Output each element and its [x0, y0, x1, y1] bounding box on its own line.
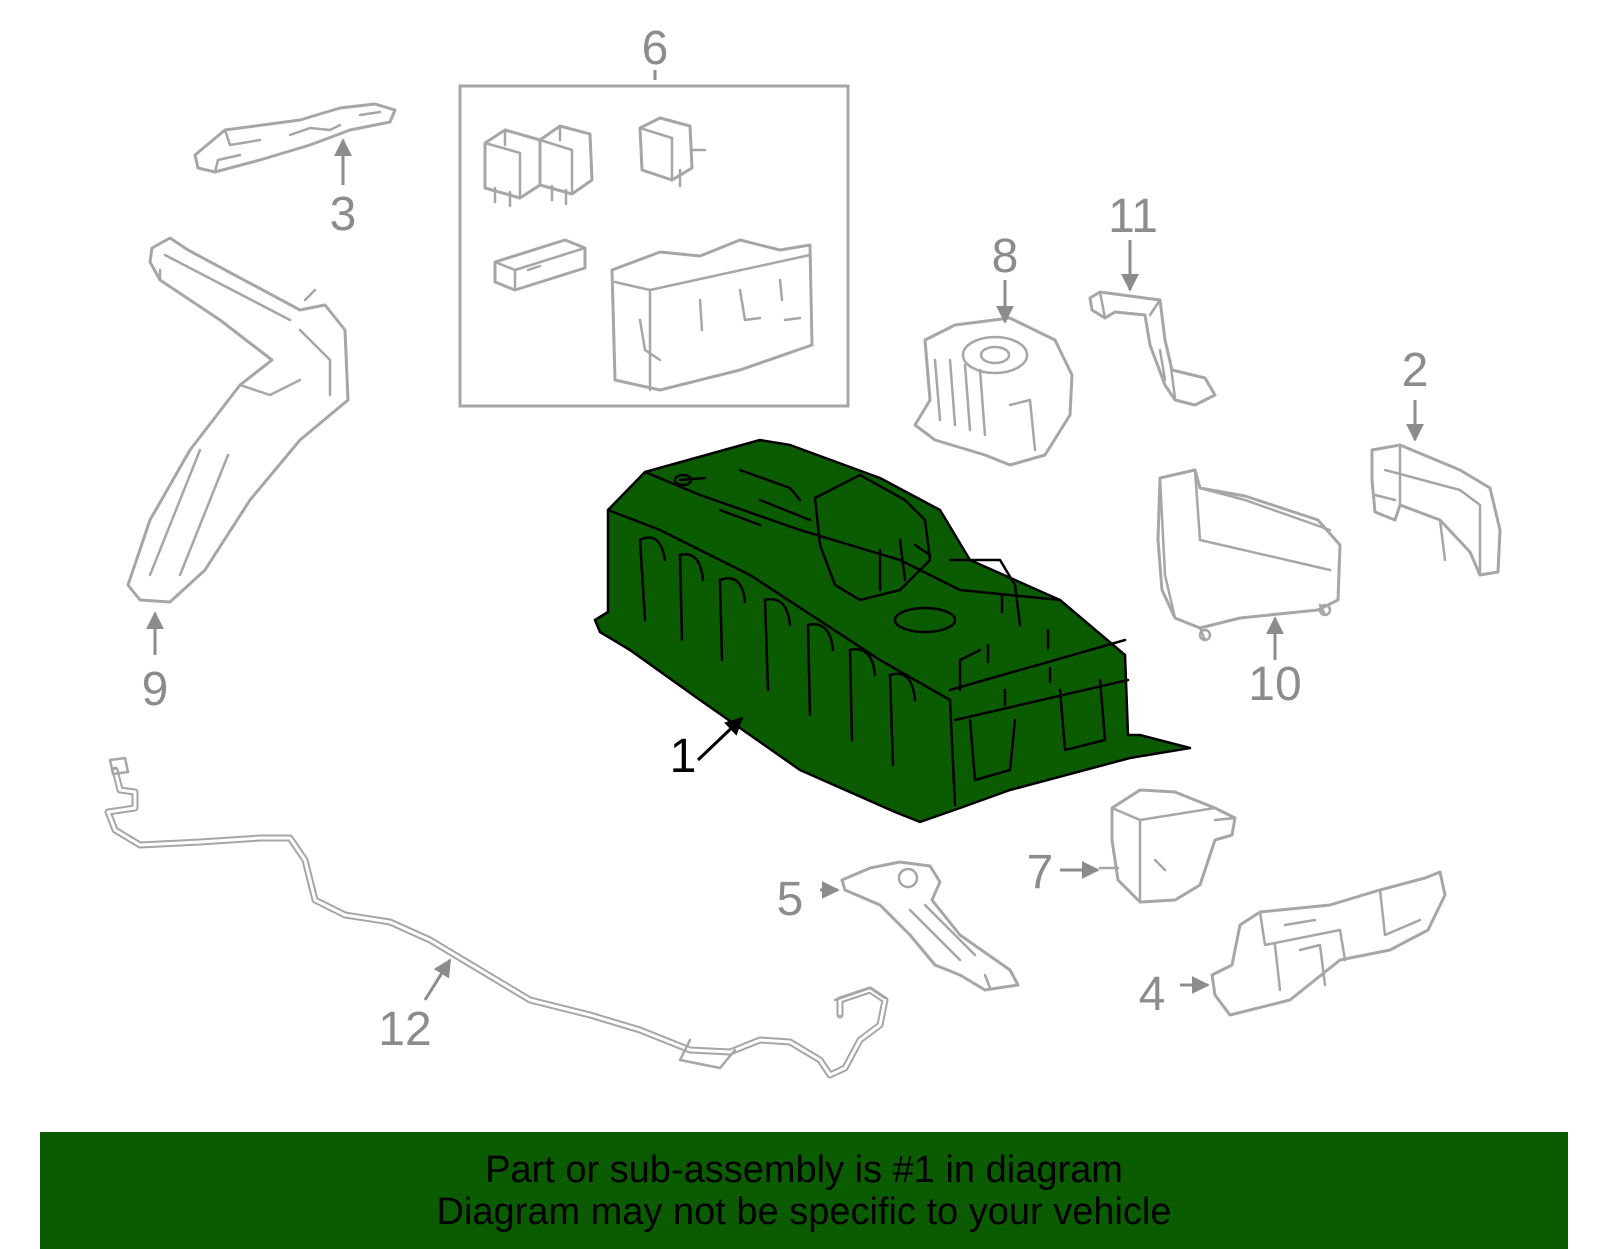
callout-4: 4 — [1139, 968, 1166, 1021]
part-12-leader — [423, 958, 452, 1001]
part-11-bracket[interactable] — [1088, 240, 1217, 407]
part-1-body — [593, 438, 1192, 824]
part-5-bracket[interactable] — [820, 860, 1020, 992]
parts-diagram: 1 2 3 4 5 6 7 8 9 10 11 12 — [104, 22, 1502, 1079]
callout-5: 5 — [777, 873, 804, 926]
part-1-battery-assembly[interactable] — [593, 438, 1192, 824]
callout-10: 10 — [1248, 658, 1301, 711]
info-banner: Part or sub-assembly is #1 in diagram Di… — [40, 1132, 1568, 1249]
banner-line-2: Diagram may not be specific to your vehi… — [436, 1190, 1172, 1233]
part-6-small-relay — [638, 116, 707, 188]
part-6-relay-pair — [483, 124, 594, 208]
callout-7: 7 — [1027, 846, 1054, 899]
callout-3: 3 — [330, 188, 357, 241]
callout-8: 8 — [992, 230, 1019, 283]
part-2-duct[interactable] — [1370, 400, 1502, 577]
callout-9: 9 — [142, 663, 169, 716]
part-8-blower[interactable] — [913, 280, 1074, 467]
part-6-junction-block — [610, 238, 814, 392]
part-6-fuse-strip — [493, 238, 587, 292]
part-6-kit-box — [458, 84, 850, 408]
banner-line-1: Part or sub-assembly is #1 in diagram — [485, 1148, 1123, 1191]
callout-2: 2 — [1402, 344, 1429, 397]
part-9-duct[interactable] — [126, 236, 350, 655]
part-10-cover[interactable] — [1156, 468, 1342, 660]
part-12-wire-harness[interactable] — [104, 756, 889, 1079]
callout-1: 1 — [670, 730, 697, 783]
callout-12: 12 — [378, 1003, 431, 1056]
part-7-module[interactable] — [1060, 788, 1237, 904]
part-1-leader — [696, 716, 744, 762]
part-6-relay-kit[interactable] — [458, 70, 850, 408]
part-4-holder[interactable] — [1180, 870, 1447, 1017]
part-3-bracket[interactable] — [193, 102, 397, 185]
callout-11: 11 — [1108, 190, 1158, 243]
callout-6: 6 — [642, 22, 669, 75]
